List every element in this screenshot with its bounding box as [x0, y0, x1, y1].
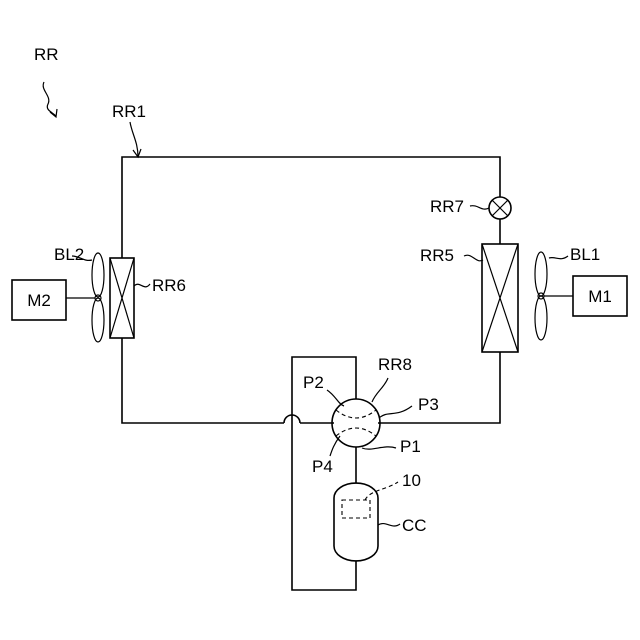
cc-leader — [378, 524, 400, 526]
fan-bl1 — [535, 252, 573, 340]
label-fan-2: BL2 — [54, 245, 84, 264]
label-port-3: P3 — [418, 395, 439, 414]
label-motor-1: M1 — [588, 287, 612, 306]
rr5-leader — [464, 255, 483, 261]
bl1-leader — [549, 256, 568, 259]
label-sensor: 10 — [402, 471, 421, 490]
four-way-valve-path-b — [336, 428, 376, 436]
label-heat-exchanger-2: RR6 — [152, 276, 186, 295]
p4-leader — [330, 436, 340, 456]
four-way-valve-path-a — [336, 410, 376, 418]
label-heat-exchanger-1: RR5 — [420, 246, 454, 265]
rr6-leader — [134, 284, 150, 287]
label-port-4: P4 — [312, 457, 333, 476]
label-four-way-valve: RR8 — [378, 355, 412, 374]
heat-exchanger-rr6-cross — [110, 258, 134, 338]
p1-leader — [362, 447, 396, 449]
four-way-valve-rr8 — [332, 399, 380, 447]
label-port-1: P1 — [400, 437, 421, 456]
label-compressor: CC — [402, 516, 427, 535]
fan-bl2 — [66, 253, 104, 342]
label-system: RR — [34, 45, 59, 64]
system-ref-arrowhead — [50, 109, 57, 117]
sensor-leader — [365, 482, 398, 500]
expansion-valve-cross — [492, 200, 508, 216]
sensor-10 — [342, 500, 370, 518]
heat-exchanger-rr5-cross — [482, 244, 518, 352]
rr7-leader — [470, 206, 489, 209]
label-refrigerant-circuit: RR1 — [112, 102, 146, 121]
pipe-hx2-to-valve — [122, 338, 284, 423]
label-fan-1: BL1 — [570, 245, 600, 264]
label-motor-2: M2 — [27, 291, 51, 310]
p3-leader — [379, 406, 412, 418]
label-port-2: P2 — [303, 373, 324, 392]
rr8-leader — [372, 378, 388, 402]
system-ref-arrow — [43, 82, 56, 116]
compressor-cc — [334, 483, 378, 561]
label-expansion-valve: RR7 — [430, 197, 464, 216]
